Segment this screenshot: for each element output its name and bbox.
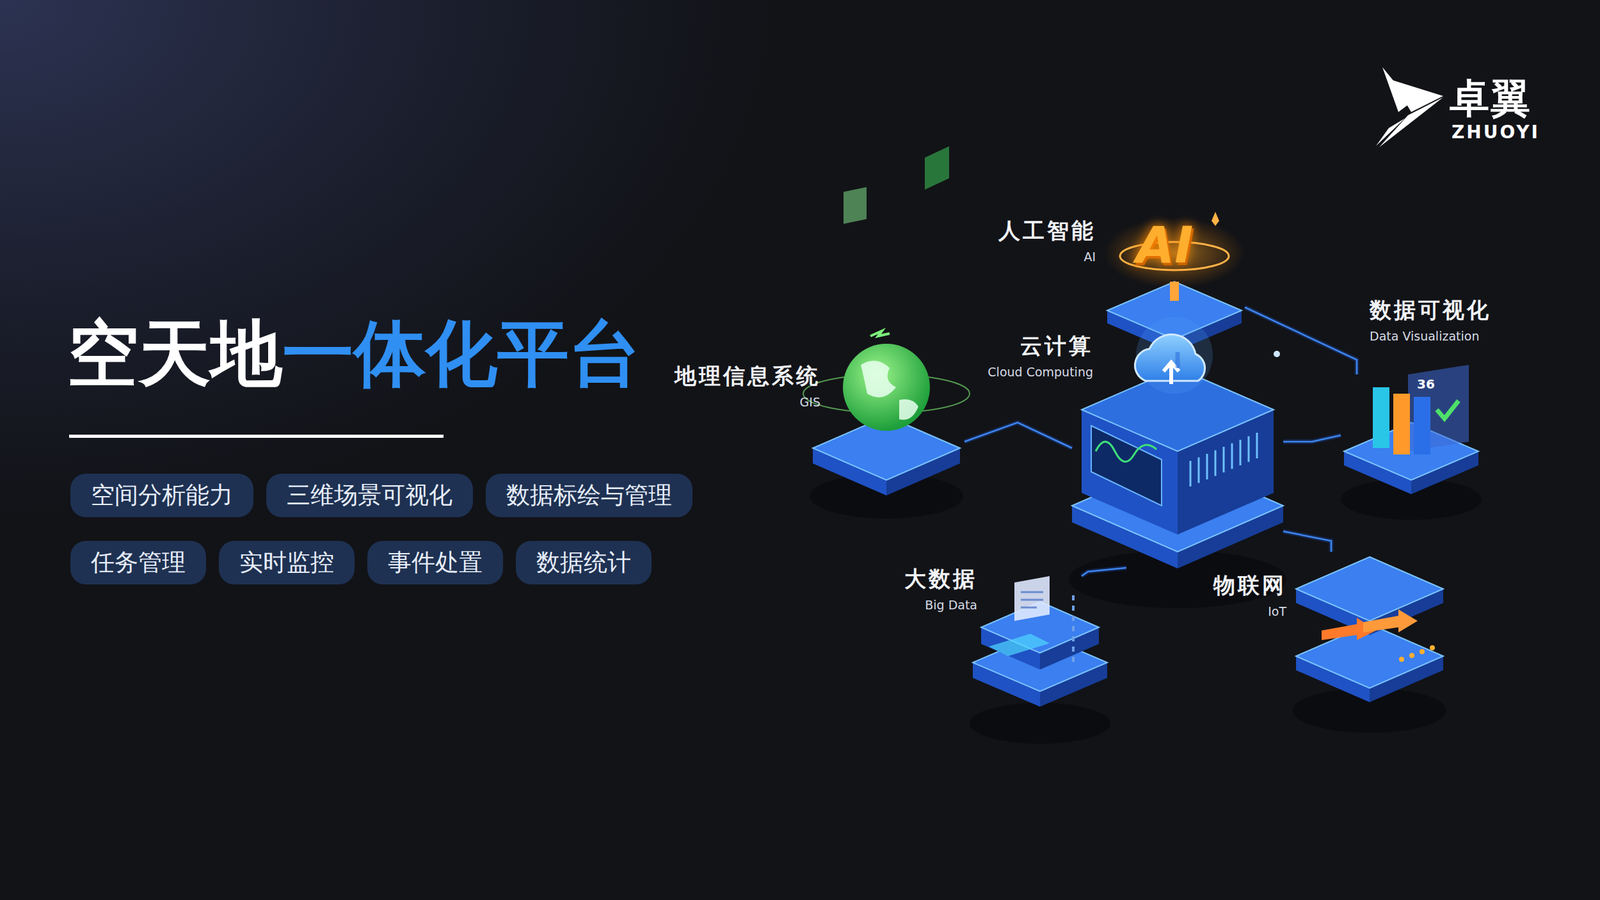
pill-text: 实时监控 [239,546,335,579]
platform-label: 地理信息系统 GIS [674,361,821,409]
connector-line [1081,567,1127,576]
logo-mark [1376,67,1444,148]
connector-glow [1283,435,1341,442]
label-cn: 人工智能 [998,216,1096,246]
cloud-icon [1134,316,1213,394]
platform-label: 人工智能 AI [998,216,1096,264]
platform-node: 大数据Big Data [969,576,1114,704]
feature-pill: 数据统计 [515,540,652,585]
server-panel [1091,425,1257,506]
pill-text: 任务管理 [90,546,186,579]
connector-line [1176,352,1179,368]
platform-slab [1296,556,1444,635]
label-en: Big Data [904,597,978,612]
feature-pill: 数据标绘与管理 [485,473,693,518]
feature-pill: 三维场景可视化 [266,473,473,518]
feature-pill: 事件处置 [367,540,504,585]
ai-icon-text: AI [1136,216,1193,274]
platform-slab [1296,624,1444,703]
pill-text: 事件处置 [387,546,483,579]
feature-pill: 实时监控 [218,540,355,585]
platform-node: 物联网IoT [1292,551,1453,696]
junction-dot [1273,350,1280,358]
label-en: GIS [674,394,821,409]
title-underline [69,434,444,438]
connector-line [1283,435,1341,442]
logo-subtext: ZHUOYI [1451,121,1540,143]
label-en: Cloud Computing [987,364,1094,379]
connector-line [1244,307,1357,375]
ai-icon [1104,211,1245,301]
pill-text: 空间分析能力 [90,479,233,512]
platform-node: 地理信息系统GIS [807,358,965,487]
label-cn: 大数据 [904,564,978,594]
chart-number: 36 [1416,376,1435,392]
feature-pill: 空间分析能力 [70,473,254,518]
connector-glow [1175,352,1181,368]
platform-label: 数据可视化 Data Visualization [1369,295,1492,344]
slide-title: 空天地一体化平台 [67,312,641,395]
platform-node: 数据可视化Data Visualization [1340,374,1485,487]
pill-text: 数据标绘与管理 [506,479,672,512]
document-icon [988,576,1075,662]
pill-text: 数据统计 [536,546,632,579]
platform-node: 云计算Cloud Computing [1072,368,1284,568]
pill-text: 三维场景可视化 [286,479,453,512]
arrow-icons [1321,609,1435,662]
label-cn: 物联网 [1213,570,1287,601]
bar-chart [1372,364,1469,455]
connector-glow [1081,567,1127,576]
label-en: IoT [1213,604,1287,619]
label-cn: 云计算 [987,331,1094,361]
label-en: Data Visualization [1369,328,1492,344]
globe-icon [803,145,970,431]
feature-pill: 任务管理 [70,540,207,585]
logo-text: 卓翼 [1449,71,1532,126]
platform-label: 云计算 Cloud Computing [987,331,1094,379]
connector-glow [1283,531,1332,552]
label-cn: 地理信息系统 [674,361,821,392]
label-en: AI [998,249,1096,264]
label-cn: 数据可视化 [1369,295,1492,326]
connector-glow [964,422,1072,448]
connector-glow [1244,307,1357,375]
connector-line [1283,531,1332,552]
platform-label: 大数据 Big Data [904,564,978,612]
platform-label: 物联网 IoT [1213,570,1287,619]
connector-line [964,422,1072,448]
